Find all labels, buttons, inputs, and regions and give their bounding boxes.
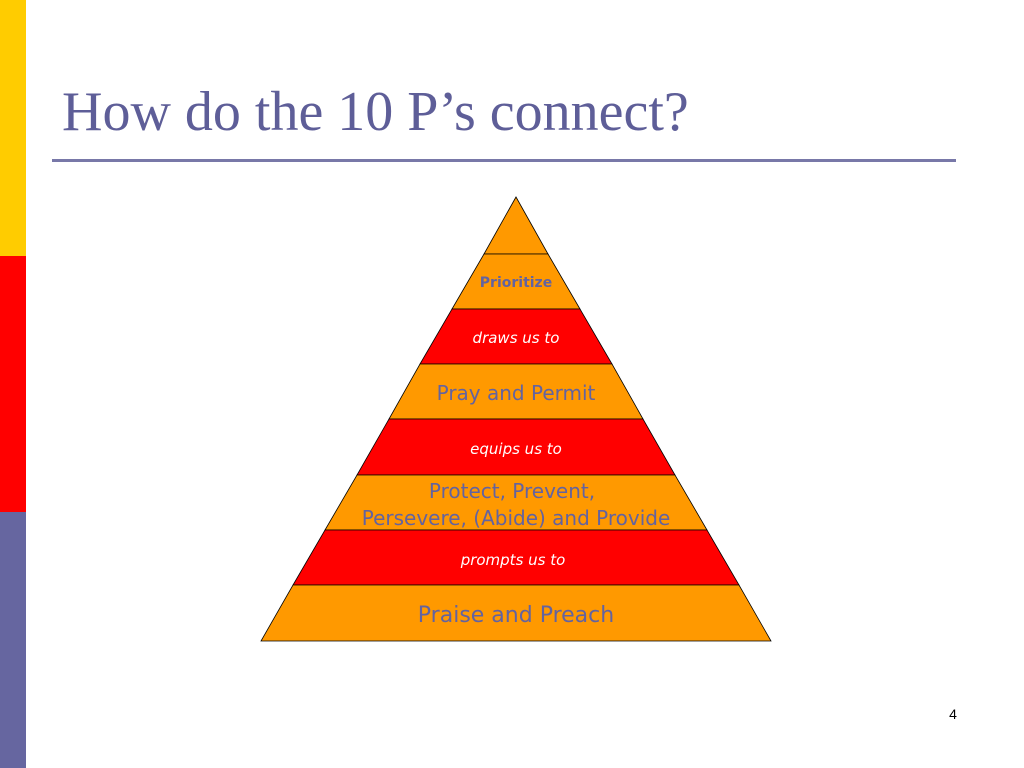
pyramid-tier-8-praise-and-preach — [260, 584, 772, 642]
tier-label-protect-prevent-line2: Persevere, (Abide) and Provide — [362, 506, 671, 530]
side-bar-yellow — [0, 0, 26, 256]
page-number: 4 — [949, 706, 957, 722]
tier-label-prompts-us-to: prompts us to — [460, 551, 566, 569]
tier-label-equips-us-to: equips us to — [470, 440, 562, 458]
tier-label-prioritize: Prioritize — [480, 275, 552, 291]
pyramid-labels: Prioritize draws us to Pray and Permit e… — [362, 275, 671, 628]
pyramid-tiers — [260, 196, 772, 642]
tier-label-praise-and-preach: Praise and Preach — [418, 603, 614, 628]
side-bar-red — [0, 256, 26, 512]
title-underline — [52, 159, 956, 162]
tier-label-pray-and-permit: Pray and Permit — [437, 381, 596, 405]
side-bar-blue — [0, 512, 26, 768]
tier-label-protect-prevent-line1: Protect, Prevent, — [429, 479, 595, 503]
slide-title: How do the 10 P’s connect? — [62, 81, 689, 143]
pyramid-tier-1-apex — [483, 196, 549, 255]
tier-label-draws-us-to: draws us to — [473, 329, 560, 347]
